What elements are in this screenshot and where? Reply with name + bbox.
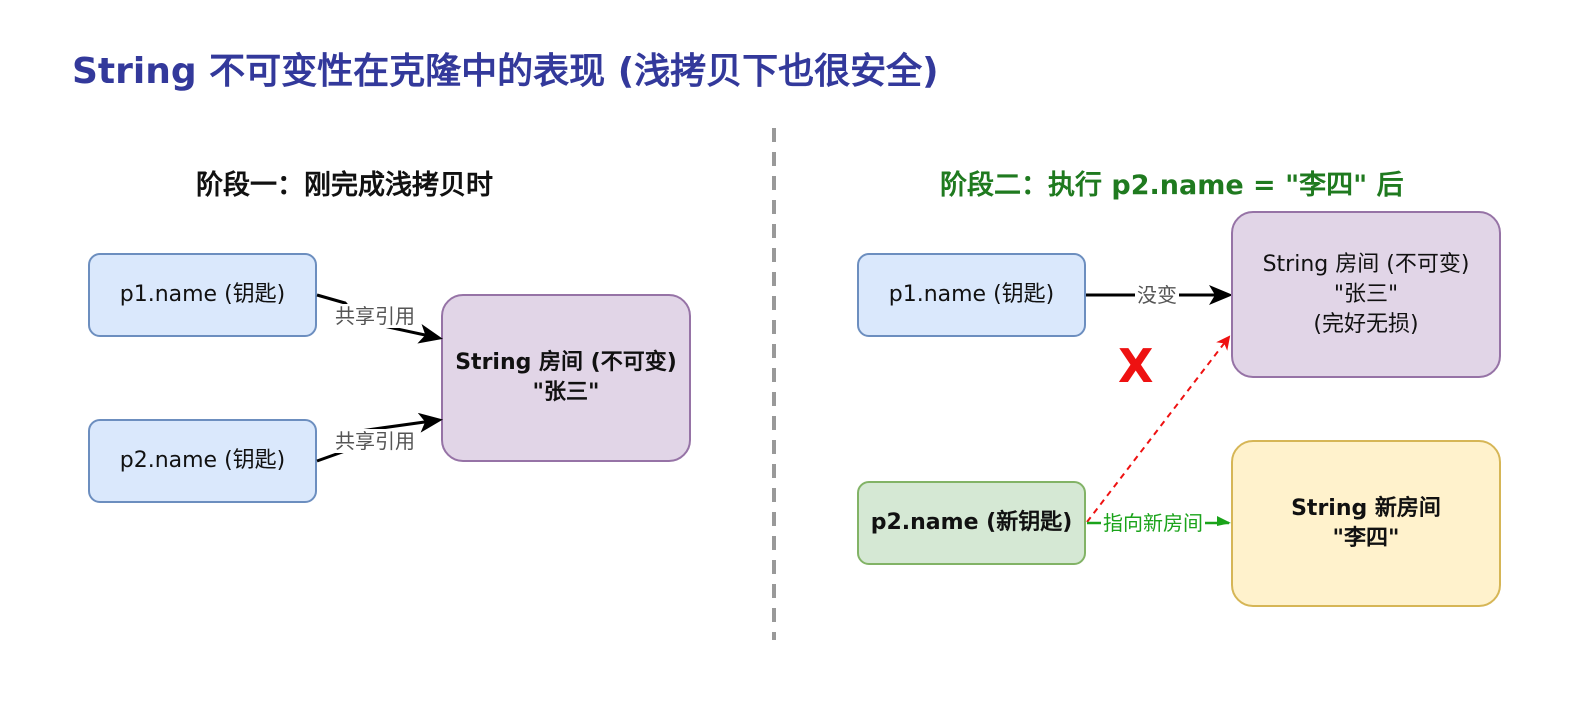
stage2-p2-node: p2.name (新钥匙) bbox=[857, 481, 1086, 565]
stage1-edge2-label: 共享引用 bbox=[333, 429, 417, 453]
stage2-title: 阶段二：执行 p2.name = "李四" 后 bbox=[940, 170, 1404, 201]
stage2-new-room-node: String 新房间 "李四" bbox=[1231, 440, 1501, 607]
stage1-edge1-label: 共享引用 bbox=[333, 304, 417, 328]
stage2-new-ref-edge-label: 指向新房间 bbox=[1101, 511, 1205, 535]
diagram-title: String 不可变性在克隆中的表现 (浅拷贝下也很安全) bbox=[72, 51, 939, 92]
stage2-p2-old-ref-edge bbox=[1086, 335, 1231, 523]
stage1-title: 阶段一：刚完成浅拷贝时 bbox=[196, 170, 493, 201]
stage1-p2-node: p2.name (钥匙) bbox=[88, 419, 317, 503]
stage2-old-room-node: String 房间 (不可变) "张三" (完好无损) bbox=[1231, 211, 1501, 378]
stage2-unchanged-edge-label: 没变 bbox=[1135, 283, 1179, 307]
stage1-room-node: String 房间 (不可变) "张三" bbox=[441, 294, 691, 462]
stage1-p1-node: p1.name (钥匙) bbox=[88, 253, 317, 337]
broken-reference-mark: X bbox=[1118, 339, 1154, 393]
stage2-p1-node: p1.name (钥匙) bbox=[857, 253, 1086, 337]
